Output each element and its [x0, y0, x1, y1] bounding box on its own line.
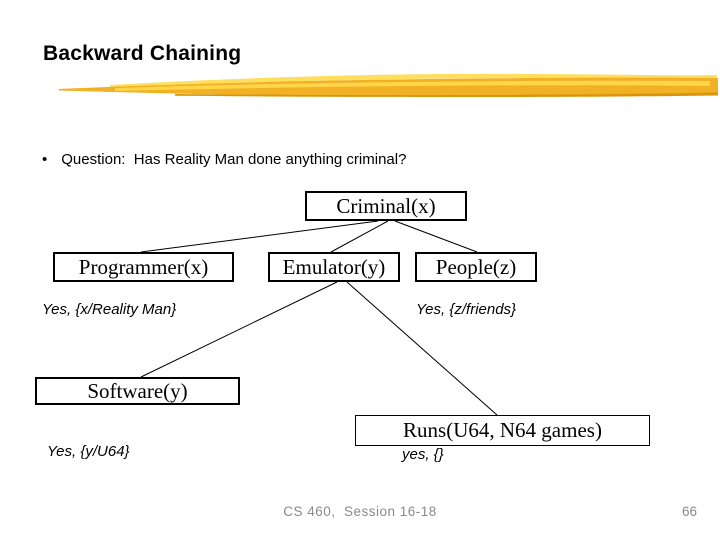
node-runs: Runs(U64, N64 games) — [355, 415, 650, 446]
annotation-yes-y-u64: Yes, {y/U64} — [47, 443, 130, 460]
node-programmer: Programmer(x) — [53, 252, 234, 282]
node-software: Software(y) — [35, 377, 240, 405]
edge-criminal-people — [394, 220, 478, 253]
edge-criminal-emulator — [330, 220, 389, 253]
page-title: Backward Chaining — [43, 42, 242, 65]
node-emulator: Emulator(y) — [268, 252, 400, 282]
brush-dark-edge — [175, 92, 718, 98]
node-criminal: Criminal(x) — [305, 191, 467, 221]
brush-light-streak — [110, 73, 717, 88]
annotation-yes-z-friends: Yes, {z/friends} — [416, 301, 517, 318]
bullet-question-text: Question: Has Reality Man done anything … — [61, 151, 407, 168]
edge-criminal-programmer — [140, 220, 379, 253]
highlighter-stroke — [59, 73, 718, 98]
node-people: People(z) — [415, 252, 537, 282]
edge-emulator-software — [140, 281, 338, 378]
annotation-yes-empty: yes, {} — [402, 446, 444, 463]
bullet-question-row: • Question: Has Reality Man done anythin… — [42, 151, 406, 168]
brush-highlight-streak — [115, 80, 710, 91]
annotation-yes-x-reality-man: Yes, {x/Reality Man} — [42, 301, 177, 318]
footer-course-session: CS 460, Session 16-18 — [283, 504, 437, 519]
page-number: 66 — [681, 504, 697, 519]
bullet-icon: • — [42, 151, 48, 168]
